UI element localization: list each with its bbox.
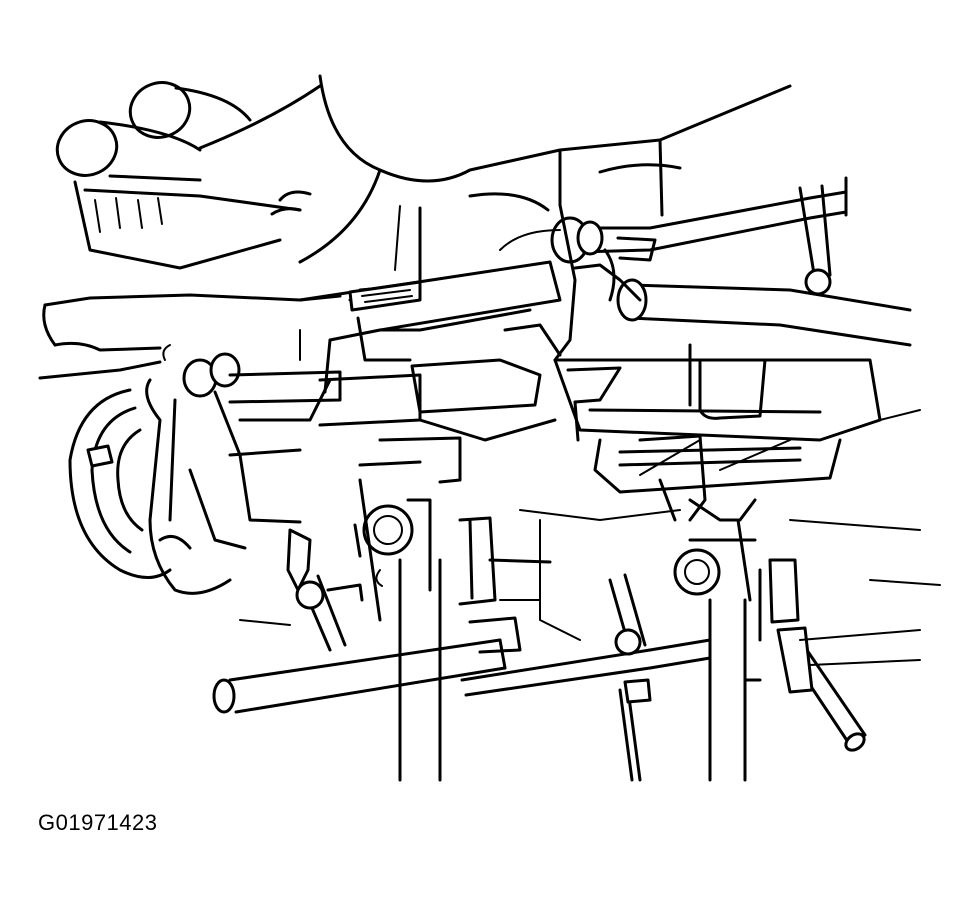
figure-id-label: G01971423 — [38, 810, 158, 835]
transmission-crossmember — [503, 323, 882, 494]
jack-stand-right — [638, 434, 800, 782]
stabilizer-bar-right — [550, 176, 848, 302]
crossmember — [228, 260, 562, 442]
jack-stand-left — [353, 436, 552, 782]
engine-block — [198, 74, 792, 282]
steering-knuckle-left — [145, 344, 332, 595]
background-lines — [239, 229, 941, 666]
jack-handle-right — [460, 573, 867, 782]
exhaust-pipes — [55, 81, 302, 270]
jack-handle-left — [212, 528, 522, 714]
right-frame-rail — [553, 203, 912, 362]
brake-rotor-left — [68, 388, 172, 579]
